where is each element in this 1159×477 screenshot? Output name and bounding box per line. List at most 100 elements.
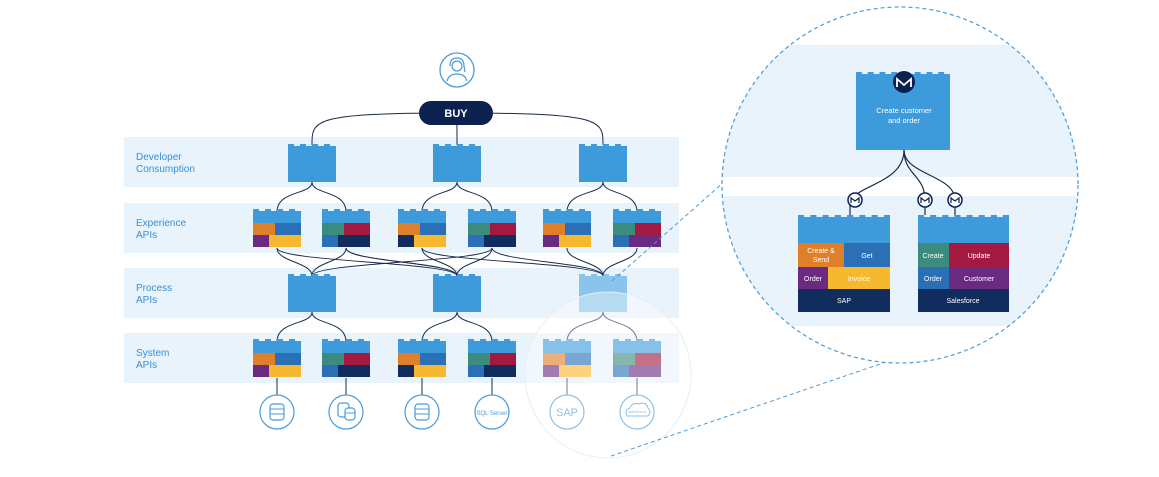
- connector-exp-to-process: [276, 247, 458, 277]
- mulesoft-logo-icon: [893, 71, 915, 93]
- database-icon: [259, 394, 295, 430]
- connector-lines: [276, 112, 638, 395]
- connector-process-to-system: [421, 311, 458, 343]
- sap-cell-get-label: Get: [861, 253, 872, 260]
- connector-dev-to-exp: [456, 181, 493, 213]
- magnifier-lens: [524, 291, 692, 459]
- band-label-developer-line2: Consumption: [136, 164, 195, 175]
- sap-cell-get: [844, 243, 890, 267]
- zoom-sap-system-block: Create & Send Get Order Invoice SAP: [798, 215, 890, 312]
- salesforce-footer-label: Salesforce: [946, 298, 979, 305]
- user-icon: [439, 52, 475, 88]
- mulesoft-logo-icon: [847, 192, 863, 208]
- zoom-process-block: Create customer and order: [856, 71, 950, 150]
- salesforce-cell-customer-label: Customer: [964, 276, 995, 283]
- salesforce-cell-customer: [949, 267, 1009, 289]
- connector-exp-to-process: [311, 247, 493, 277]
- connector-exp-to-process: [421, 247, 604, 277]
- developer-consumption-block: [433, 144, 481, 182]
- mulesoft-logo-icon: [947, 192, 963, 208]
- connector-process-to-system: [566, 311, 604, 343]
- salesforce-cell-create-label: Create: [922, 253, 943, 260]
- process-api-block: [579, 274, 627, 312]
- api-blocks: [253, 144, 661, 377]
- developer-consumption-block: [288, 144, 336, 182]
- connector-exp-to-process: [566, 247, 604, 277]
- connector-process-to-system: [311, 311, 347, 343]
- connector-dev-to-exp: [276, 181, 313, 213]
- connector-dev-to-exp: [566, 181, 604, 213]
- database-stack-icon: [328, 394, 364, 430]
- sap-cell-invoice: [828, 267, 890, 289]
- connector-process-to-system: [456, 311, 493, 343]
- system-api-block: [253, 339, 301, 377]
- system-api-block: [468, 339, 516, 377]
- experience-api-block: [613, 209, 661, 247]
- sap-cell-create-label-line1: Create &: [807, 248, 835, 255]
- salesforce-icon: salesforce: [619, 394, 655, 430]
- connector-dev-to-exp: [421, 181, 458, 213]
- system-api-block: [543, 339, 591, 377]
- connector-exp-to-process: [311, 247, 347, 277]
- zoom-detail-view: Create customer and order Create & Send: [721, 6, 1079, 364]
- salesforce-cell-update: [949, 243, 1009, 267]
- connector-exp-to-process: [276, 247, 313, 277]
- sap-cell-create-label-line2: Send: [813, 257, 829, 264]
- zoom-process-title-line2: and order: [888, 116, 921, 125]
- connector-exp-to-process: [602, 247, 638, 277]
- sap-label: SAP: [556, 407, 578, 419]
- sap-cell-invoice-label: Invoice: [848, 276, 870, 283]
- connector-buy-to-dev: [311, 112, 457, 146]
- process-api-block: [433, 274, 481, 312]
- band-label-system-line1: System: [136, 348, 169, 359]
- connector-exp-to-process: [456, 247, 493, 277]
- buy-label: BUY: [444, 108, 468, 120]
- salesforce-cell-order: [918, 267, 949, 289]
- band-label-system-line2: APIs: [136, 360, 157, 371]
- buy-node: BUY: [419, 101, 493, 125]
- zoom-salesforce-system-block: Create Update Order Customer Salesforce: [918, 215, 1009, 312]
- sap-footer-label: SAP: [837, 298, 851, 305]
- sap-cell-order-label: Order: [804, 276, 823, 283]
- band-labels: Developer Consumption Experience APIs Pr…: [136, 152, 195, 371]
- connector-process-to-system: [602, 311, 638, 343]
- sap-cell-create-send: [798, 243, 844, 267]
- band-label-process-line1: Process: [136, 283, 172, 294]
- sap-footer: [798, 289, 890, 312]
- salesforce-cell-update-label: Update: [968, 253, 991, 260]
- zoom-process-title-line1: Create customer: [876, 106, 932, 115]
- band-label-experience-line2: APIs: [136, 230, 157, 241]
- developer-consumption-block: [579, 144, 627, 182]
- system-api-block: [322, 339, 370, 377]
- sap-cell-order: [798, 267, 828, 289]
- connector-exp-to-process: [421, 247, 458, 277]
- salesforce-cell-order-label: Order: [924, 276, 943, 283]
- band-label-process-line2: APIs: [136, 295, 157, 306]
- experience-api-block: [398, 209, 446, 247]
- database-icon: [404, 394, 440, 430]
- salesforce-label: salesforce: [628, 409, 647, 414]
- system-endpoints: SQL Server SAP salesforce: [259, 394, 655, 430]
- system-api-block: [613, 339, 661, 377]
- connector-process-to-system: [276, 311, 313, 343]
- connector-exp-to-process: [491, 247, 604, 277]
- salesforce-footer: [918, 289, 1009, 312]
- connector-dev-to-exp: [602, 181, 638, 213]
- experience-api-block: [322, 209, 370, 247]
- system-api-block: [398, 339, 446, 377]
- process-api-block: [288, 274, 336, 312]
- connector-buy-to-dev: [455, 112, 604, 146]
- sql-server-label: SQL Server: [476, 411, 507, 417]
- sap-icon: SAP: [549, 394, 585, 430]
- band-label-experience-line1: Experience: [136, 218, 186, 229]
- experience-api-block: [253, 209, 301, 247]
- zoom-band-system: [722, 196, 1078, 326]
- zoom-connector-lines: [610, 166, 887, 457]
- experience-api-block: [543, 209, 591, 247]
- experience-api-block: [468, 209, 516, 247]
- sql-server-icon: SQL Server: [474, 394, 510, 430]
- connector-dev-to-exp: [311, 181, 347, 213]
- mulesoft-logo-icon: [917, 192, 933, 208]
